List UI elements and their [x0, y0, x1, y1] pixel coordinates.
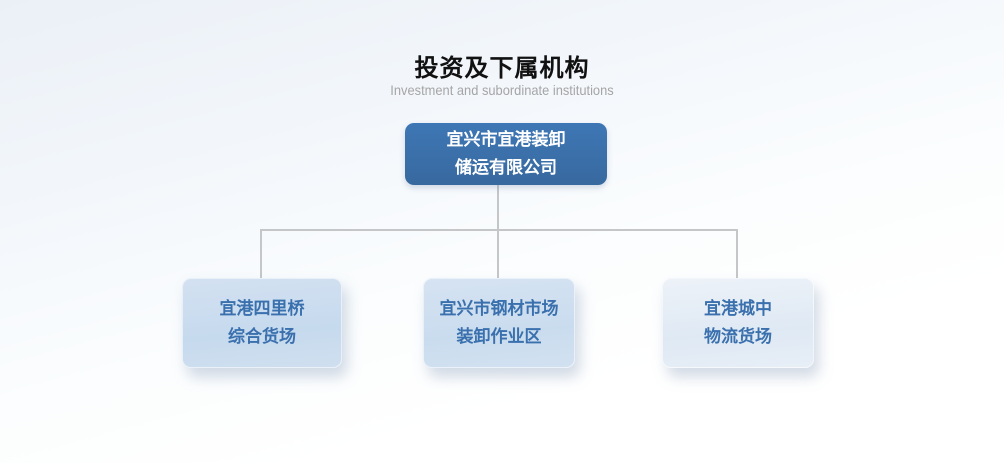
connector-horizontal [260, 229, 738, 231]
connector-drop-middle [497, 229, 499, 278]
child-node-label-line1: 宜港城中 [704, 299, 772, 319]
child-node-label-line2: 装卸作业区 [456, 327, 542, 346]
page-subtitle: Investment and subordinate institutions [390, 82, 614, 98]
connector-trunk [497, 185, 499, 231]
root-node-label-line1: 宜兴市宜港装卸 [446, 130, 566, 150]
child-node-label-line1: 宜港四里桥 [219, 299, 305, 319]
child-node-steel-market-area: 宜兴市钢材市场 装卸作业区 [423, 278, 575, 368]
connector-drop-right [736, 229, 738, 278]
root-node-label-line2: 储运有限公司 [455, 158, 557, 177]
child-node-label-line2: 物流货场 [704, 327, 772, 346]
connector-drop-left [260, 229, 262, 278]
page-title: 投资及下属机构 [414, 55, 590, 82]
child-node-sili-bridge-yard: 宜港四里桥 综合货场 [182, 278, 342, 368]
child-node-label-line2: 综合货场 [228, 327, 296, 346]
child-node-label-line1: 宜兴市钢材市场 [439, 299, 559, 319]
child-node-city-logistics-yard: 宜港城中 物流货场 [662, 278, 814, 368]
root-node: 宜兴市宜港装卸 储运有限公司 [405, 123, 607, 185]
